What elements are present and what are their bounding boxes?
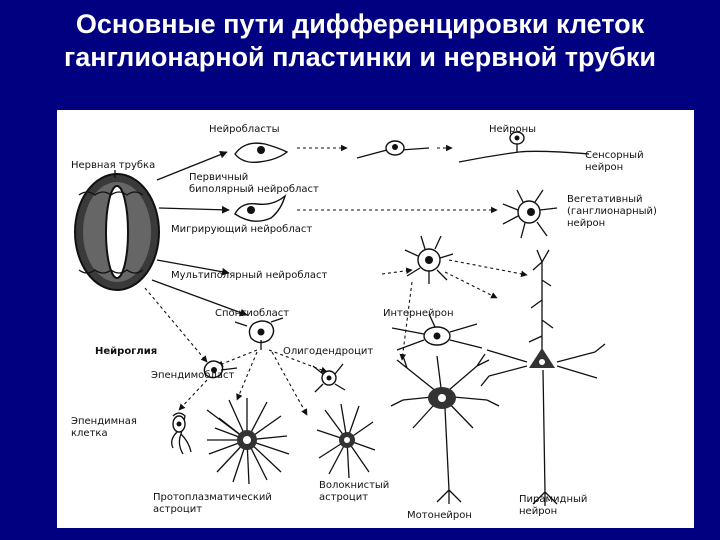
arrow-to-ependymoblast xyxy=(144,287,208,363)
title-line-2: ганглионарной пластинки и нервной трубки xyxy=(64,42,656,72)
neuroblast-cell xyxy=(234,142,289,164)
label-ependymal-2: клетка xyxy=(71,428,108,439)
label-vegetative-3: нейрон xyxy=(567,218,605,229)
arrow-to-oligodendrocyte xyxy=(268,349,328,373)
arrow-to-ependymoblast-2 xyxy=(216,349,258,367)
ependymoblast-cell xyxy=(203,360,238,379)
arrow-to-multipolar xyxy=(156,259,230,276)
arrow-multipolar-cell xyxy=(381,267,413,275)
label-protoplasmic-1: Протоплазматический xyxy=(153,492,272,503)
label-neural-tube: Нервная трубка xyxy=(71,160,155,171)
motoneuron-cell xyxy=(390,353,500,504)
arrow-to-neuroblast xyxy=(156,150,228,181)
label-neuroglia: Нейроглия xyxy=(95,346,157,357)
neural-tube-drawing xyxy=(74,173,160,291)
title-line-1: Основные пути дифференцировки клеток xyxy=(75,9,645,39)
label-migrating: Мигрирующий нейробласт xyxy=(171,224,312,235)
label-primary-bipolar-1: Первичный xyxy=(189,172,248,183)
protoplasmic-astrocyte-cell xyxy=(206,398,290,485)
label-spongioblast: Спонгиобласт xyxy=(215,308,289,319)
label-ependymal-1: Эпендимная xyxy=(71,416,137,427)
label-multipolar: Мультиполярный нейробласт xyxy=(171,270,328,281)
multipolar-neuroblast-cell xyxy=(404,235,454,284)
bipolar-neuroblast-cell xyxy=(356,140,430,159)
spongioblast-cell xyxy=(234,317,284,350)
label-protoplasmic-2: астроцит xyxy=(153,504,202,515)
arrow-to-ependymal xyxy=(178,379,208,411)
arrow-pyramidal xyxy=(448,259,528,278)
label-pyramidal-2: нейрон xyxy=(519,506,557,517)
label-pyramidal-1: Пирамидный xyxy=(519,494,587,505)
label-interneuron: Интернейрон xyxy=(383,308,454,319)
arrow-to-fibrous xyxy=(271,351,308,416)
label-neurons: Нейроны xyxy=(489,124,536,135)
label-sensory-1: Сенсорный xyxy=(585,150,644,161)
arrow-to-protoplasmic xyxy=(236,351,258,401)
label-neuroblasts: Нейробласты xyxy=(209,124,280,135)
sensory-neuron-cell xyxy=(458,131,590,163)
arrow-motoneuron xyxy=(399,281,413,361)
arrow-to-spongioblast xyxy=(151,279,248,317)
diagram-panel: Нервная трубка Нейробласты Нейроны Сенсо… xyxy=(57,110,694,528)
label-oligodendrocyte: Олигодендроцит xyxy=(283,346,373,357)
label-sensory-2: нейрон xyxy=(585,162,623,173)
label-primary-bipolar-2: биполярный нейробласт xyxy=(189,184,319,195)
label-vegetative-1: Вегетативный xyxy=(567,194,643,205)
ependymal-cell xyxy=(171,412,192,455)
slide-title: Основные пути дифференцировки клеток ган… xyxy=(0,8,720,74)
oligodendrocyte-cell xyxy=(312,363,346,393)
pyramidal-neuron-cell xyxy=(480,249,606,506)
label-vegetative-2: (ганглионарный) xyxy=(567,206,657,217)
interneuron-cell xyxy=(391,313,483,351)
arrow-interneuron xyxy=(444,271,498,299)
label-motoneuron: Мотонейрон xyxy=(407,510,472,521)
fibrous-astrocyte-cell xyxy=(316,403,376,479)
vegetative-neuron-cell xyxy=(502,189,558,239)
label-fibrous-2: астроцит xyxy=(319,492,368,503)
migrating-neuroblast-cell xyxy=(234,194,287,222)
differentiation-diagram: Нервная трубка Нейробласты Нейроны Сенсо… xyxy=(71,124,657,521)
label-ependymoblast: Эпендимобласт xyxy=(151,370,234,381)
arrow-to-migrating xyxy=(158,205,230,214)
label-fibrous-1: Волокнистый xyxy=(319,480,389,491)
